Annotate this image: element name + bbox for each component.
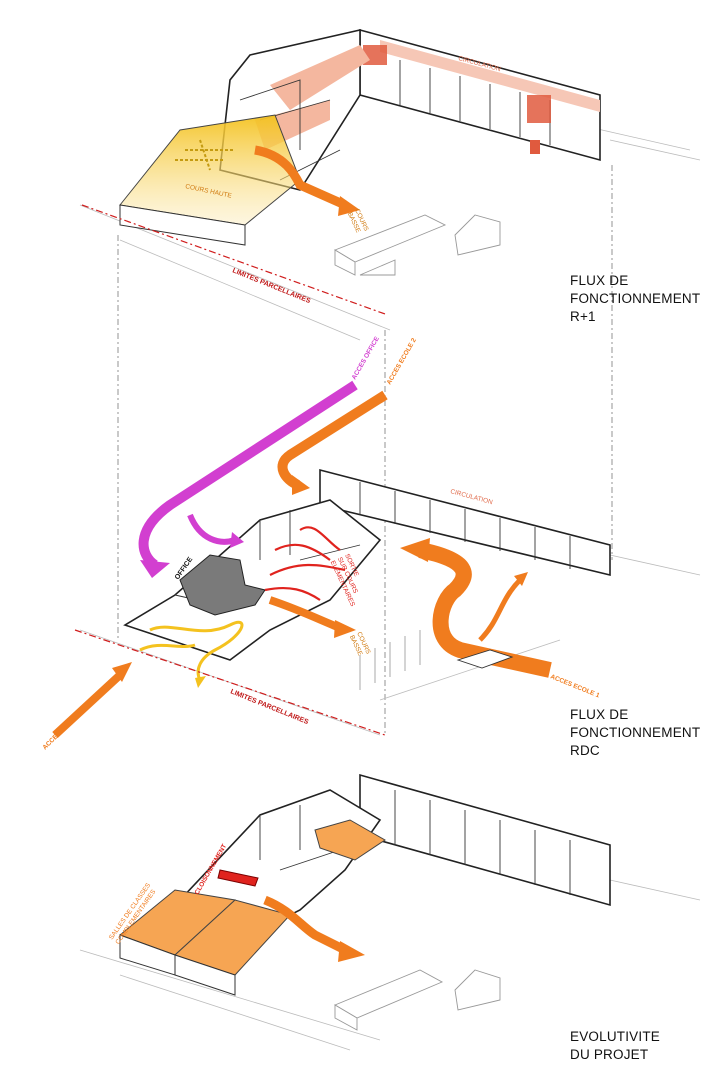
arrow-acces-ecole1-head [400, 538, 430, 562]
title-rdc-line1: FLUX DE [570, 707, 629, 722]
yellow-college-arrows [139, 620, 244, 681]
label-cours-basse-r1: COURSBASSE [346, 208, 370, 236]
evol-background-buildings [333, 969, 501, 1031]
panel-r1: CIRCULATION COURS HAUTE COURSBASSE LIMIT… [79, 28, 701, 341]
rdc-context-lines [79, 554, 701, 736]
arrow-acces-office [138, 380, 358, 570]
arrow-cours-basse-rdc-head [334, 620, 356, 638]
title-r1-line3: R+1 [570, 309, 596, 324]
label-acces-ecole2: ACCES ECOLE 2 [386, 337, 418, 386]
rdc-right-wing [319, 468, 611, 577]
title-evol-line2: DU PROJET [570, 1047, 649, 1062]
arrow-acces-college-head [112, 662, 132, 682]
limites-line-rdc [74, 629, 386, 736]
label-limites-rdc: LIMITES PARCELLAIRES [229, 688, 309, 726]
title-r1: FLUX DE FONCTIONNEMENT R+1 [570, 272, 700, 326]
evol-partitions [259, 805, 341, 871]
vertical-guides [117, 165, 613, 735]
r1-background-buildings [333, 214, 501, 276]
arrow-evol-head [338, 941, 365, 962]
rdc-fence-posts [359, 630, 421, 690]
label-acces-ecole1: ACCES ECOLE 1 [549, 673, 601, 699]
arrow-acces-office-head-1 [140, 560, 170, 578]
arrow-acces-ecole2 [277, 390, 388, 490]
limites-line-r1 [81, 204, 386, 315]
arrow-cours-basse-r1 [254, 145, 347, 210]
arrow-acces-ecole1-branch-head [514, 572, 528, 586]
label-cours-basse-rdc: COURSBASSE [348, 631, 372, 659]
title-rdc-line2: FONCTIONNEMENT [570, 725, 701, 740]
arrow-acces-ecole1 [418, 542, 552, 678]
evol-orange-upper-room [314, 819, 386, 861]
title-r1-line1: FLUX DE [570, 273, 629, 288]
arrow-cours-basse-rdc [268, 596, 342, 632]
red-sortie-arrows [264, 526, 346, 601]
salle-front-2 [174, 954, 236, 996]
arrow-acces-office-branch [187, 513, 236, 545]
title-evol: EVOLUTIVITE DU PROJET [570, 1028, 660, 1064]
label-acces-college: ACCES COLLEGE [41, 706, 86, 751]
panel-rdc: ACCES OFFICE ACCES ECOLE 2 CIRCULATION O… [41, 335, 701, 751]
rdc-small-building [456, 649, 514, 669]
evol-right-wing [359, 773, 611, 907]
arrow-acces-ecole2-head [292, 475, 310, 495]
label-circulation-rdc: CIRCULATION [449, 488, 493, 506]
evol-context-lines [79, 879, 701, 1051]
title-evol-line1: EVOLUTIVITE [570, 1029, 660, 1044]
title-r1-line2: FONCTIONNEMENT [570, 291, 701, 306]
title-rdc: FLUX DE FONCTIONNEMENT RDC [570, 706, 700, 760]
arrow-acces-ecole1-branch [478, 578, 522, 642]
arrow-evol [263, 895, 348, 955]
cloisonnement-wall [217, 869, 259, 887]
terrace-dashed-arrows [175, 139, 235, 171]
label-acces-office: ACCES OFFICE [351, 335, 382, 381]
arrow-acces-college [52, 672, 123, 738]
yellow-arrow-head [195, 676, 206, 688]
arrow-acces-office-head-2 [230, 532, 244, 548]
title-rdc-line3: RDC [570, 743, 600, 758]
arrow-cours-basse-r1-head [338, 196, 360, 216]
panel-evol: CLOISONNEMENT SALLES DE CLASSESCOMPLEMEN… [79, 773, 701, 1051]
r1-right-wing [359, 28, 601, 162]
